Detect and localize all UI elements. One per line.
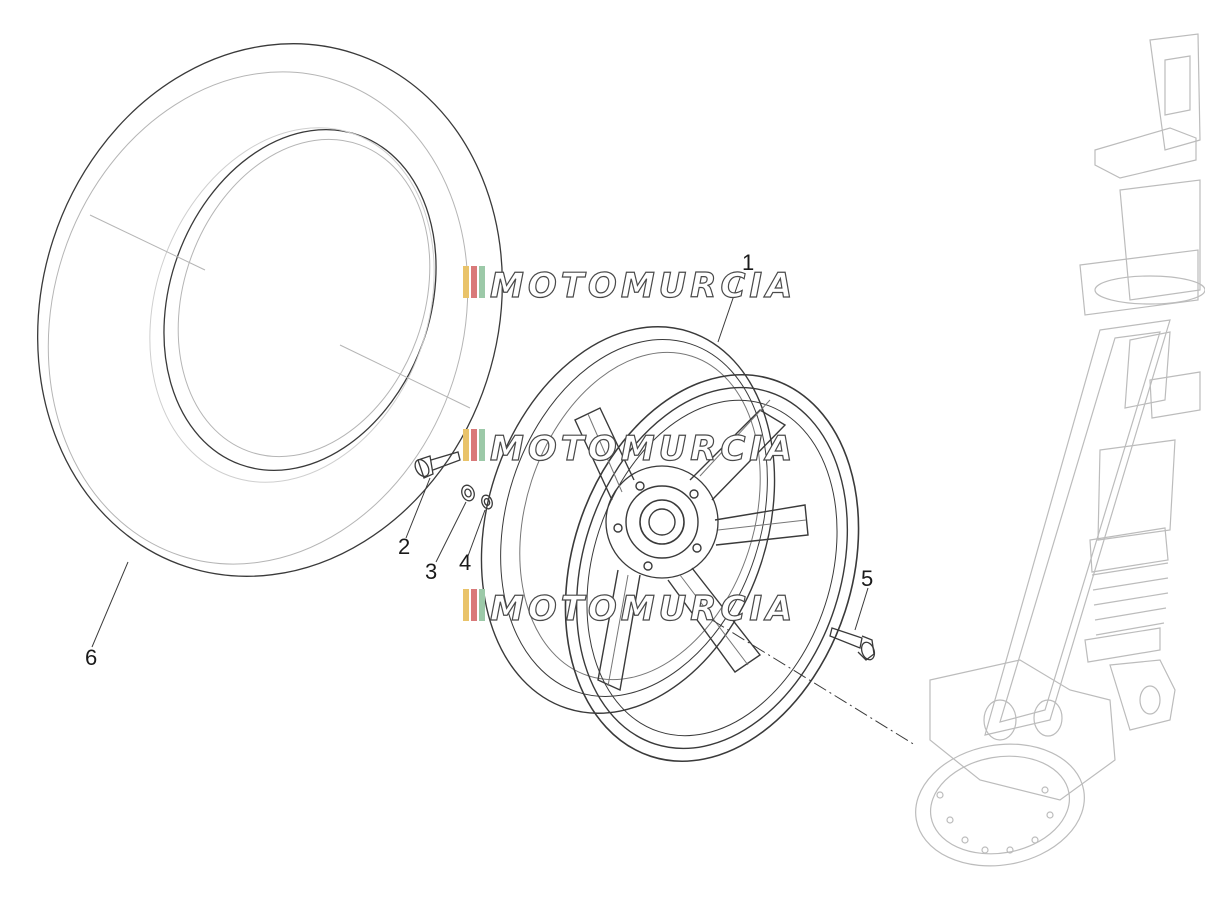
watermark-logo-mark	[463, 589, 485, 621]
tire-valve	[829, 627, 876, 661]
watermark-1: MOTOMURCIA	[463, 265, 796, 307]
tire	[37, 43, 503, 577]
bolt	[414, 451, 461, 479]
wheel-rim	[480, 326, 860, 763]
watermark-logo-mark	[463, 429, 485, 461]
callout-3: 3	[425, 559, 437, 584]
watermark-text: MOTOMURCIA	[490, 589, 796, 629]
axle-centerline	[711, 619, 916, 746]
callout-6: 6	[85, 645, 97, 670]
watermark-2: MOTOMURCIA	[463, 428, 796, 470]
callout-5: 5	[861, 566, 873, 591]
callout-labels: 1 2 3 4 5 6	[85, 250, 873, 670]
watermark-logo-mark	[463, 266, 485, 298]
watermark-text: MOTOMURCIA	[490, 266, 796, 306]
washer-large	[461, 484, 475, 502]
front-fork-assembly	[915, 33, 1205, 867]
callout-4: 4	[459, 550, 471, 575]
leader-lines	[91, 271, 869, 648]
washer-small	[481, 494, 493, 510]
watermark-3: MOTOMURCIA	[463, 588, 796, 630]
watermark-text: MOTOMURCIA	[490, 429, 796, 469]
callout-1: 1	[742, 250, 754, 275]
callout-2: 2	[398, 534, 410, 559]
